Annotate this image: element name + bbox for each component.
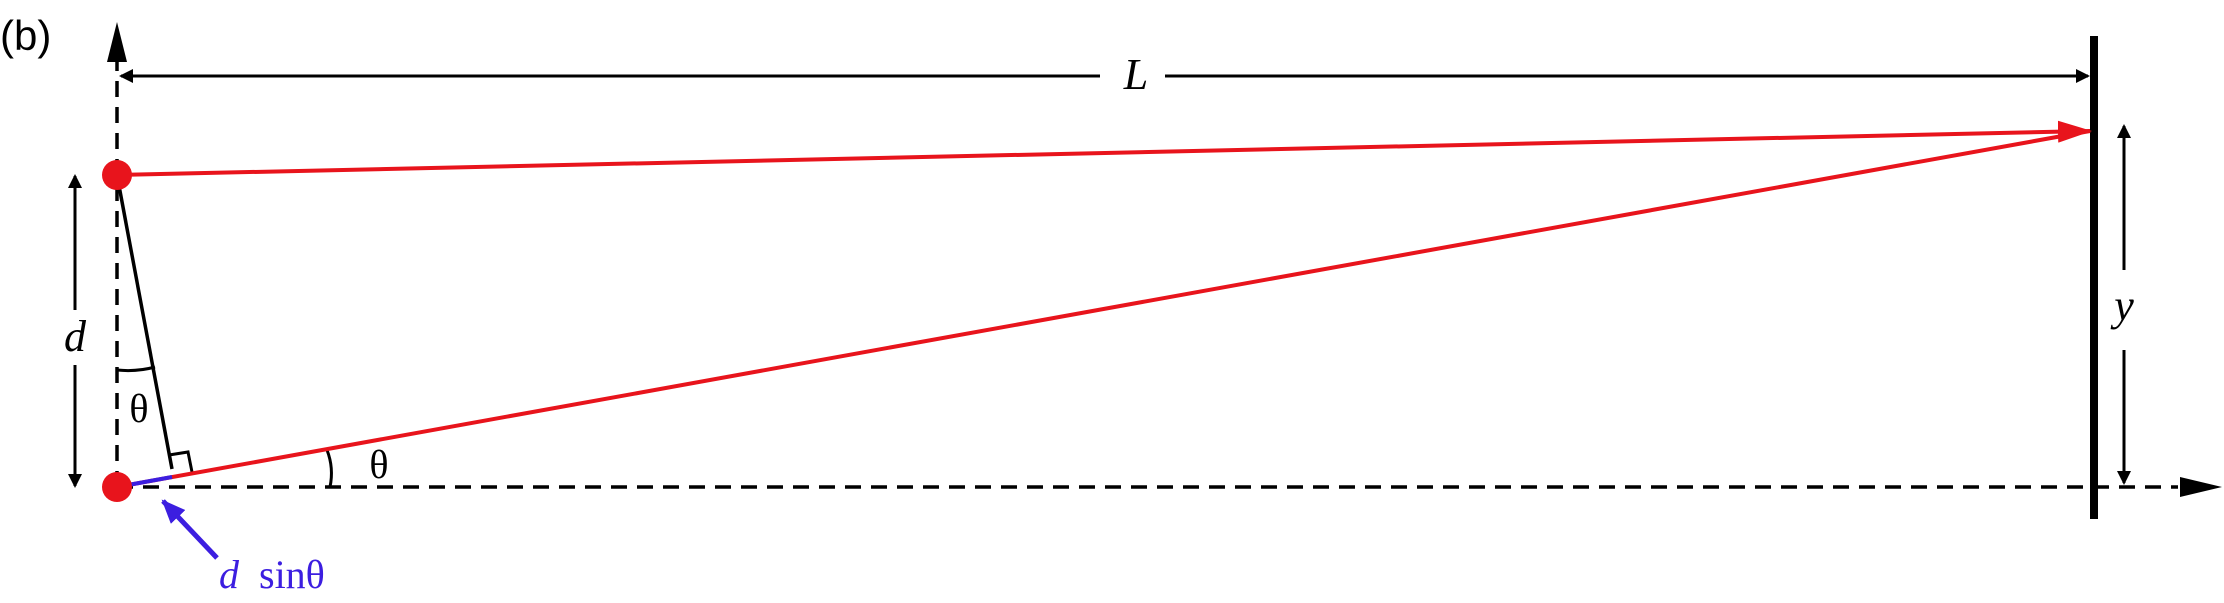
length-label: L (1123, 50, 1148, 99)
slit-bottom (102, 472, 132, 502)
ray-bottom (116, 129, 2091, 489)
horizontal-axis-arrowhead (2180, 477, 2222, 497)
right-angle-marker (168, 450, 194, 473)
path-difference-symbol: d (219, 552, 240, 597)
angle-label-left: θ (129, 386, 148, 431)
angle-arc-right (325, 449, 333, 488)
perpendicular-line (115, 174, 174, 470)
ray-top (116, 120, 2092, 177)
path-difference-function: sinθ (259, 552, 325, 597)
vertical-axis-arrowhead (107, 22, 127, 62)
slit-top (102, 160, 132, 190)
path-difference-label: d sinθ (219, 552, 325, 597)
angle-label-right: θ (369, 442, 388, 487)
angle-arc-left (116, 365, 156, 373)
panel-label: (b) (0, 12, 51, 59)
screen-position-label: y (2110, 281, 2134, 330)
separation-label: d (64, 312, 87, 361)
path-difference-pointer (161, 499, 219, 560)
